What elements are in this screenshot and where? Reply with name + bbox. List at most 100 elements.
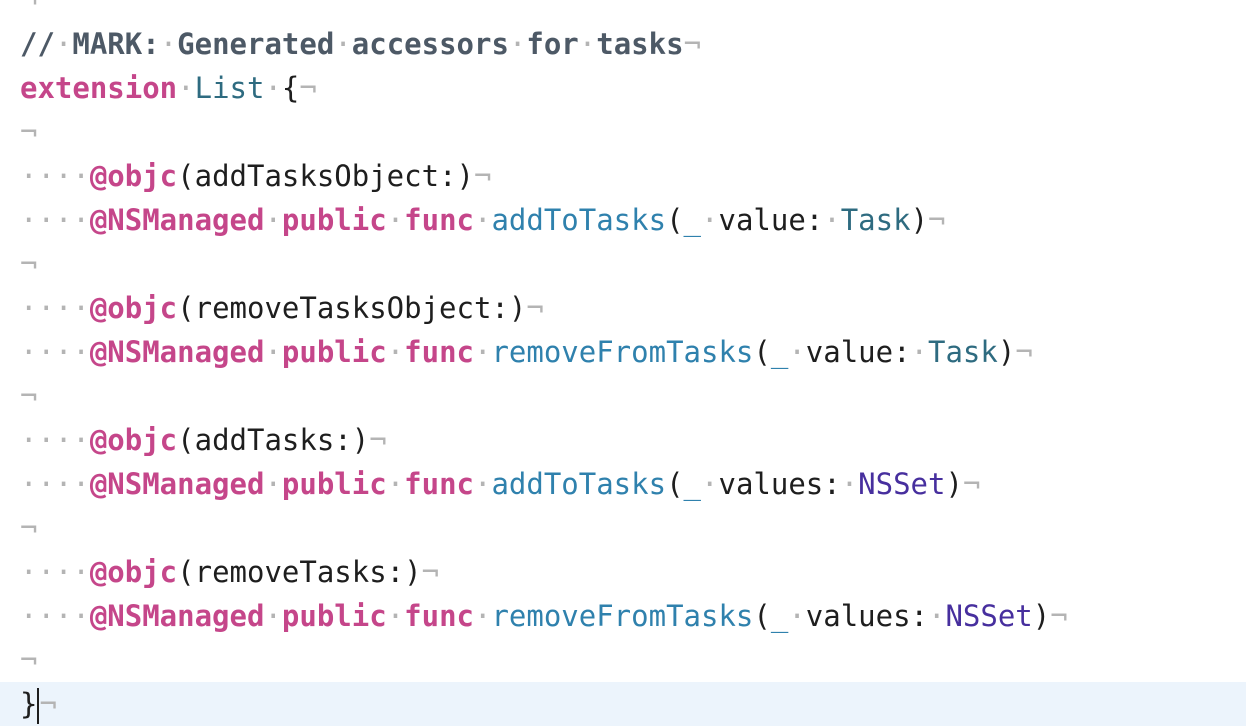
plain-token: ) (997, 335, 1016, 369)
invisible-char: ¬ (473, 159, 492, 193)
invisible-char: ¬ (369, 423, 387, 457)
invisible-char: · (54, 27, 73, 61)
invisible-char: · (264, 599, 282, 633)
plain-token: } (20, 687, 38, 721)
invisible-char: · (386, 467, 405, 501)
function-name-token: addToTasks (491, 203, 667, 237)
code-line[interactable]: ····@objc(removeTasks:)¬ (0, 550, 1246, 594)
code-line[interactable]: ····@objc(addTasksObject:)¬ (0, 154, 1246, 198)
keyword-token: extension (20, 71, 178, 105)
keyword-token: public (281, 203, 387, 237)
mark-comment-token: Generated (177, 27, 335, 61)
invisible-char: · (159, 27, 178, 61)
invisible-char: · (386, 335, 405, 369)
plain-token: (addTasks:) (177, 423, 370, 457)
code-line-text: ····@NSManaged·public·func·removeFromTas… (20, 594, 1068, 638)
invisible-char: · (474, 467, 492, 501)
code-line-text: ····@NSManaged·public·func·addToTasks(_·… (20, 198, 946, 242)
invisible-char: · (701, 467, 719, 501)
invisible-char: ···· (20, 555, 90, 589)
invisible-char: ¬ (39, 687, 57, 721)
invisible-char: ···· (20, 423, 90, 457)
plain-token: values: (805, 599, 928, 633)
invisible-char: · (788, 335, 806, 369)
keyword-token: public (281, 599, 387, 633)
invisible-char: · (474, 203, 492, 237)
code-line[interactable]: ····@NSManaged·public·func·addToTasks(_·… (0, 462, 1246, 506)
plain-token: ( (753, 599, 771, 633)
current-code-line[interactable]: }¬ (0, 682, 1246, 726)
invisible-char: · (840, 467, 859, 501)
code-line-text: ····@NSManaged·public·func·addToTasks(_·… (20, 462, 980, 506)
code-line-text: ¬ (20, 374, 37, 418)
plain-token: (removeTasks:) (177, 555, 422, 589)
code-line-text: }¬ (20, 682, 57, 726)
invisible-char: ¬ (1015, 335, 1033, 369)
invisible-char: · (264, 71, 282, 105)
code-line[interactable]: ····@objc(addTasks:)¬ (0, 418, 1246, 462)
invisible-char: ···· (20, 203, 90, 237)
code-line[interactable]: ¬ (0, 638, 1246, 682)
system-type-token: NSSet (858, 467, 946, 501)
keyword-token: @objc (89, 423, 178, 457)
code-line-text: ¬ (20, 506, 37, 550)
invisible-char: · (701, 203, 719, 237)
code-line[interactable]: ¬ (0, 374, 1246, 418)
code-line[interactable]: ¬ (0, 110, 1246, 154)
code-line-text: ¬ (20, 242, 37, 286)
code-line[interactable]: ····@NSManaged·public·func·addToTasks(_·… (0, 198, 1246, 242)
code-line-text: ····@objc(removeTasksObject:)¬ (20, 286, 544, 330)
invisible-char: · (508, 27, 527, 61)
code-line[interactable]: ¬ (0, 506, 1246, 550)
invisible-char: ¬ (20, 511, 38, 545)
keyword-token: @NSManaged (89, 467, 265, 501)
invisible-char: · (788, 599, 806, 633)
text-caret (37, 688, 40, 724)
code-line[interactable]: //·MARK:·Generated·accessors·for·tasks¬ (0, 22, 1246, 66)
invisible-char: · (264, 335, 282, 369)
invisible-char: · (474, 599, 492, 633)
invisible-char: ···· (20, 335, 90, 369)
invisible-char: ¬ (20, 643, 38, 677)
keyword-token: func (404, 467, 474, 501)
invisible-char: ···· (20, 467, 90, 501)
plain-token: ) (910, 203, 929, 237)
keyword-token: @NSManaged (89, 599, 265, 633)
plain-token: ( (753, 335, 771, 369)
invisible-char: ¬ (20, 115, 38, 149)
invisible-char: ···· (20, 599, 90, 633)
invisible-char: · (578, 27, 597, 61)
function-name-token: removeFromTasks (491, 335, 754, 369)
invisible-char: · (386, 599, 405, 633)
keyword-token: @objc (89, 291, 178, 325)
code-line-text: ····@objc(removeTasks:)¬ (20, 550, 439, 594)
plain-token: values: (718, 467, 841, 501)
code-line[interactable]: ····@objc(removeTasksObject:)¬ (0, 286, 1246, 330)
keyword-token: func (404, 203, 474, 237)
code-line-text: ····@objc(addTasks:)¬ (20, 418, 387, 462)
code-line-text: ¬ (20, 110, 37, 154)
keyword-token: func (404, 599, 474, 633)
function-name-token: addToTasks (491, 467, 667, 501)
code-line[interactable]: ····@NSManaged·public·func·removeFromTas… (0, 330, 1246, 374)
mark-comment-token: tasks (596, 27, 684, 61)
code-line-text: ¬ (20, 638, 37, 682)
plain-token: (addTasksObject:) (177, 159, 474, 193)
invisible-char: · (910, 335, 929, 369)
code-line[interactable]: extension·List·{¬ (0, 66, 1246, 110)
type-name-token: List (194, 71, 265, 105)
code-line[interactable]: ¬ (0, 242, 1246, 286)
function-name-token: _ (683, 203, 702, 237)
plain-token: { (281, 71, 300, 105)
code-line[interactable]: ¬ (0, 0, 1246, 22)
invisible-char: · (264, 467, 282, 501)
code-line[interactable]: ····@NSManaged·public·func·removeFromTas… (0, 594, 1246, 638)
keyword-token: func (404, 335, 474, 369)
invisible-char: ¬ (526, 291, 544, 325)
plain-token: value: (718, 203, 824, 237)
keyword-token: @NSManaged (89, 203, 265, 237)
invisible-char: · (334, 27, 352, 61)
plain-token: ( (666, 203, 684, 237)
function-name-token: removeFromTasks (491, 599, 754, 633)
